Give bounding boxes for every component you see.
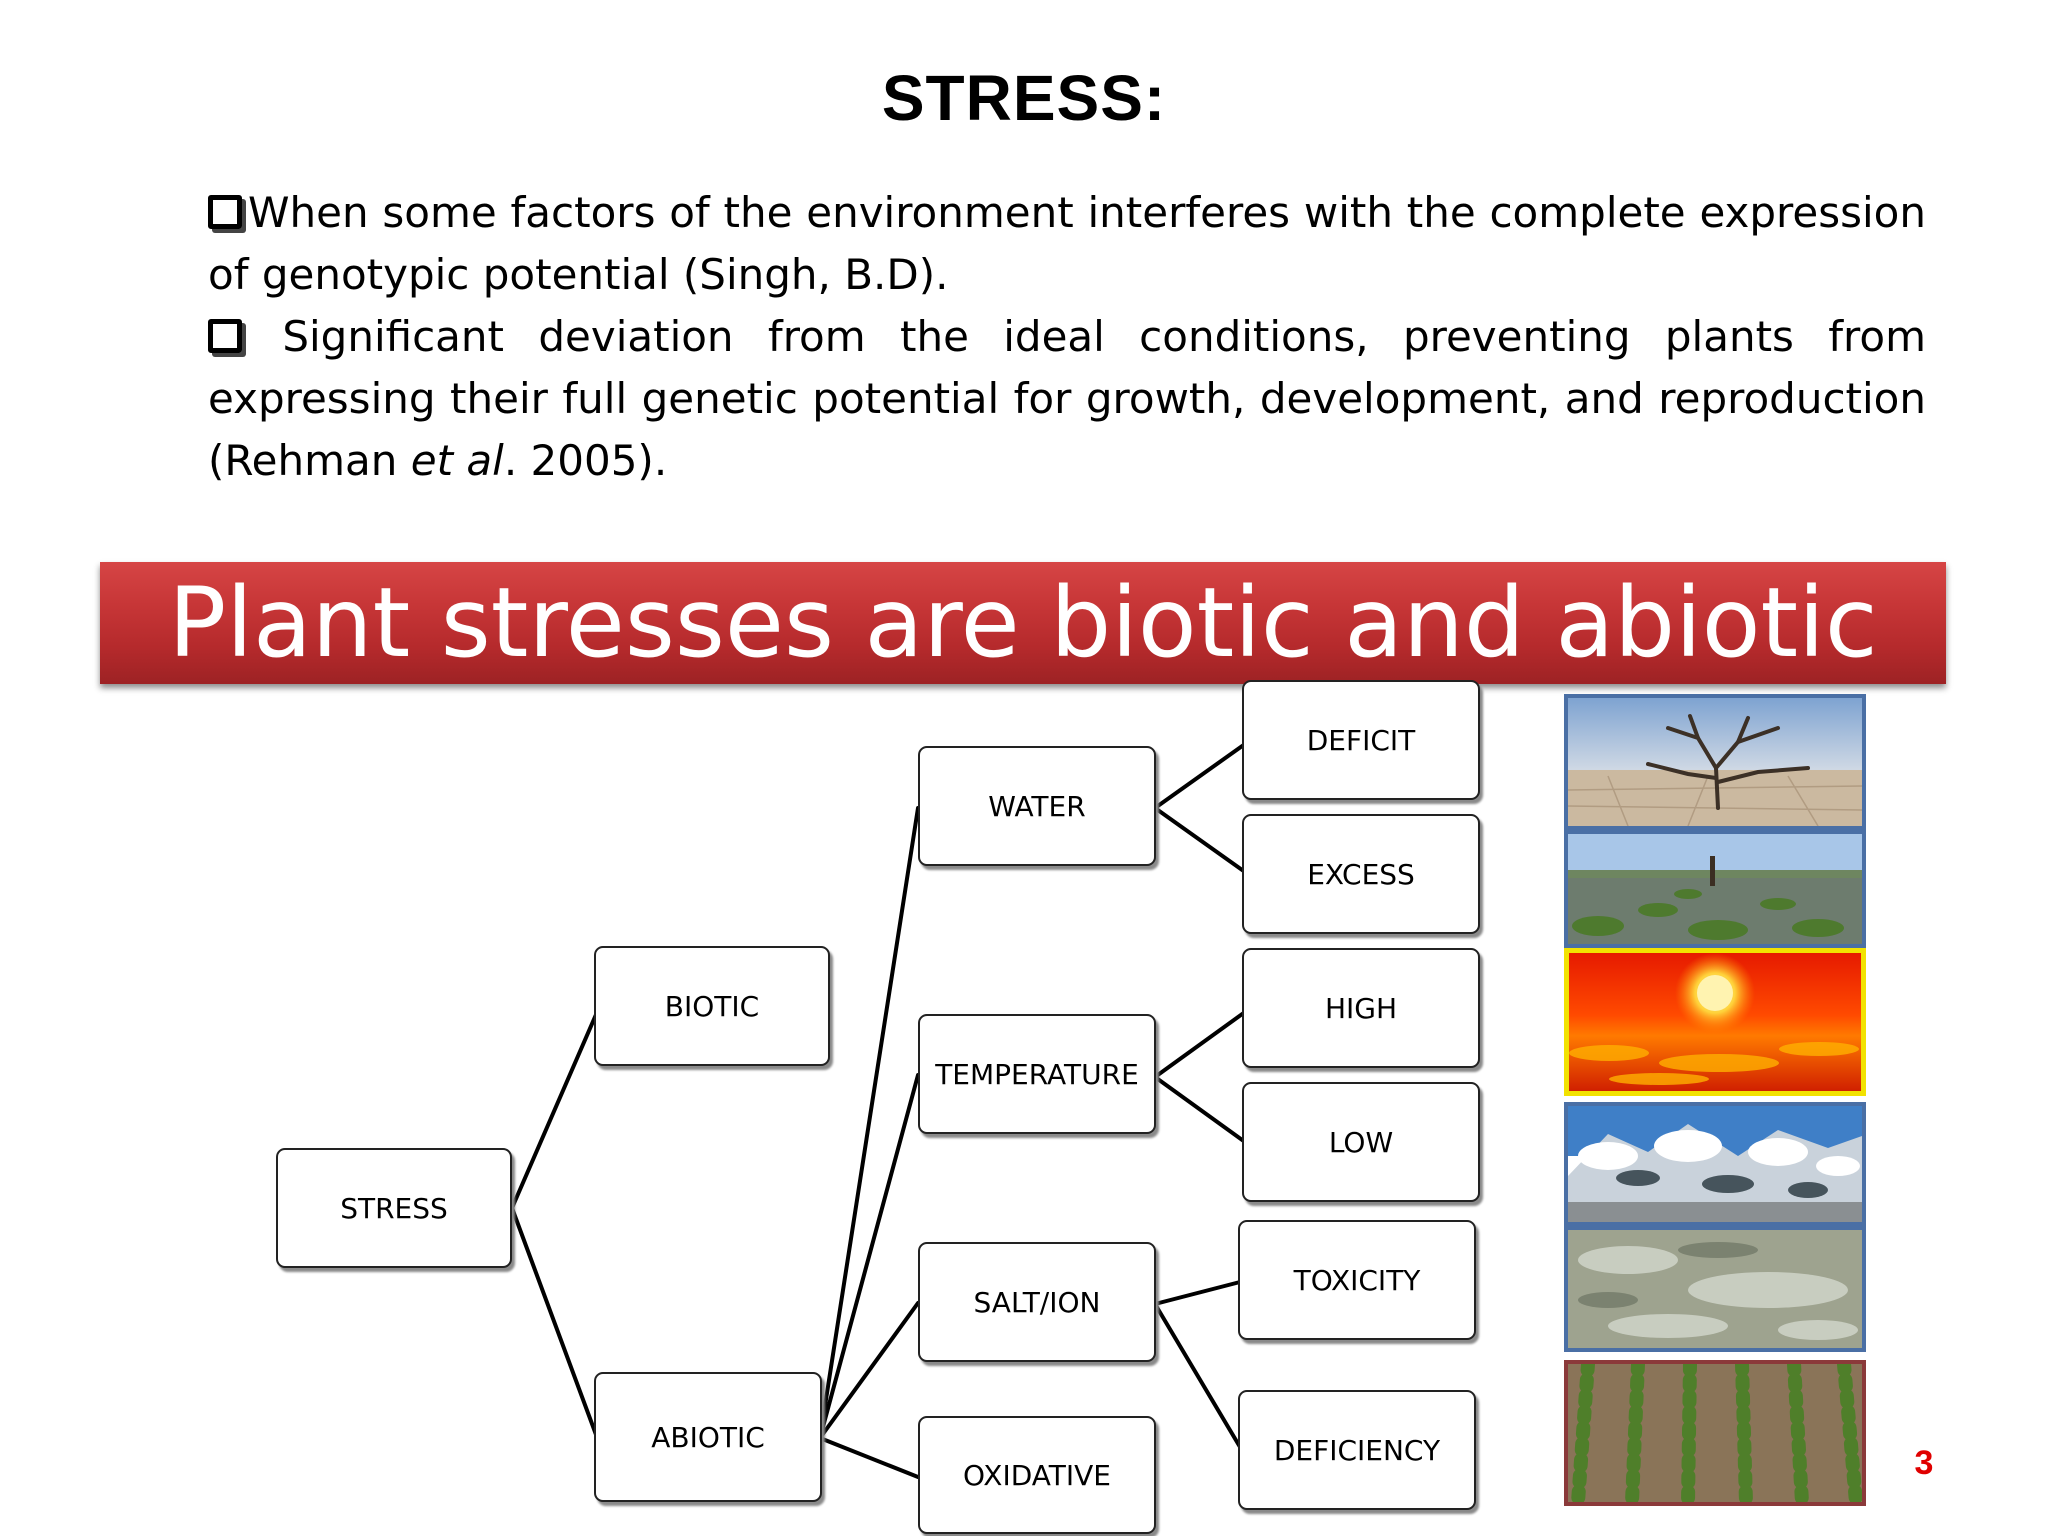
- crop-rows-photo: [1564, 1357, 1866, 1509]
- definition-item: When some factors of the environment int…: [208, 182, 1926, 306]
- node-oxidative: OXIDATIVE: [918, 1416, 1156, 1534]
- definition-item: Significant deviation from the ideal con…: [208, 306, 1926, 492]
- definition-text: When some factors of the environment int…: [208, 182, 1926, 492]
- flooded-field-image: [1568, 834, 1862, 944]
- connector-stress-biotic: [510, 1008, 600, 1210]
- definition-text-1: When some factors of the environment int…: [208, 188, 1926, 299]
- checkbox-bullet-icon: [208, 319, 242, 353]
- dead-tree-image: [1567, 698, 1863, 827]
- crop-field-image: [1568, 1357, 1863, 1509]
- node-toxicity: TOXICITY: [1238, 1220, 1476, 1340]
- salinity-photo: [1564, 1226, 1866, 1352]
- node-low: LOW: [1242, 1082, 1480, 1202]
- node-salt-ion: SALT/ION: [918, 1242, 1156, 1362]
- connector-abiotic-temperature: [818, 1073, 920, 1440]
- node-deficit: DEFICIT: [1242, 680, 1480, 800]
- connector-abiotic-oxidative: [818, 1436, 920, 1479]
- node-excess: EXCESS: [1242, 814, 1480, 934]
- section-banner: Plant stresses are biotic and abiotic: [100, 562, 1946, 684]
- connector-salt-toxicity: [1153, 1280, 1242, 1306]
- connector-temperature-low: [1153, 1075, 1247, 1144]
- page-number: 3: [1914, 1444, 1934, 1482]
- drought-photo: [1564, 694, 1866, 830]
- node-biotic: BIOTIC: [594, 946, 830, 1066]
- snow-photo: [1564, 1102, 1866, 1226]
- node-temperature: TEMPERATURE: [918, 1014, 1156, 1134]
- hot-sun-image: [1569, 953, 1861, 1091]
- snow-landscape-image: [1568, 1106, 1862, 1222]
- node-abiotic: ABIOTIC: [594, 1372, 822, 1502]
- connector-salt-deficiency: [1153, 1302, 1242, 1449]
- node-water: WATER: [918, 746, 1156, 866]
- connector-stress-abiotic: [510, 1206, 600, 1442]
- node-deficiency: DEFICIENCY: [1238, 1390, 1476, 1510]
- connector-abiotic-water: [818, 806, 920, 1440]
- node-stress: STRESS: [276, 1148, 512, 1268]
- definition-text-2-end: . 2005).: [503, 436, 668, 485]
- definition-text-2-start: Significant deviation from the ideal con…: [208, 312, 1926, 485]
- node-high: HIGH: [1242, 948, 1480, 1068]
- definition-citation-italic: et al: [410, 436, 504, 485]
- flood-photo: [1564, 830, 1866, 948]
- checkbox-bullet-icon: [208, 195, 242, 229]
- connector-abiotic-salt: [818, 1301, 920, 1440]
- connector-water-excess: [1153, 806, 1247, 874]
- connector-temperature-high: [1153, 1010, 1247, 1079]
- heat-photo: [1564, 948, 1866, 1096]
- salty-soil-image: [1568, 1230, 1862, 1348]
- slide-title: STRESS:: [881, 62, 1167, 134]
- connector-water-deficit: [1153, 742, 1247, 810]
